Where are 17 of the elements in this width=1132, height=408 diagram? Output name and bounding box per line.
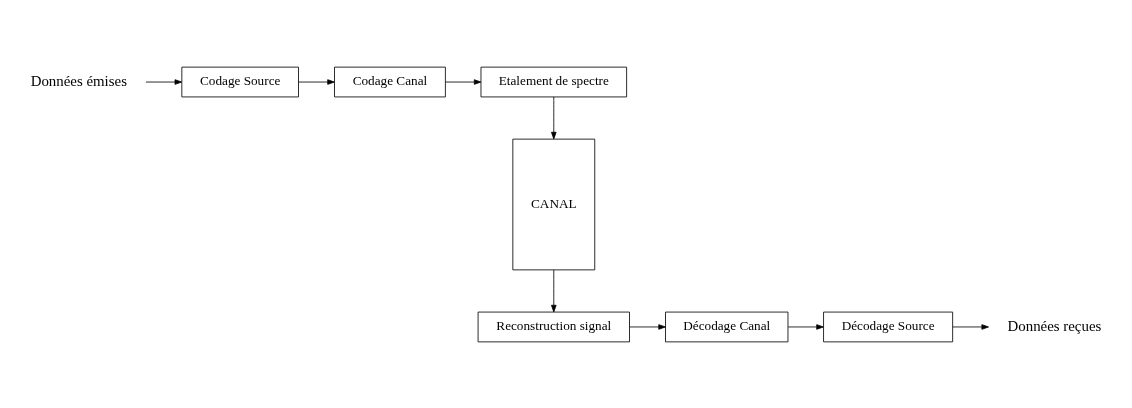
node-box: Reconstruction signal — [477, 311, 630, 342]
arrow — [551, 96, 557, 139]
arrow — [952, 323, 989, 330]
arrow — [145, 78, 183, 85]
node-box: Décodage Source — [823, 311, 954, 342]
node-text: Données émises — [30, 72, 127, 89]
arrow — [787, 323, 824, 330]
node-box: Codage Source — [181, 66, 299, 97]
node-box: Décodage Canal — [665, 311, 789, 342]
node-text: Données reçues — [1007, 317, 1102, 334]
arrow — [551, 269, 557, 312]
arrow — [298, 78, 335, 85]
arrow — [629, 323, 666, 330]
node-box: Etalement de spectre — [480, 66, 628, 97]
arrow — [445, 78, 482, 85]
node-box: CANAL — [512, 138, 596, 270]
node-box: Codage Canal — [334, 66, 446, 97]
